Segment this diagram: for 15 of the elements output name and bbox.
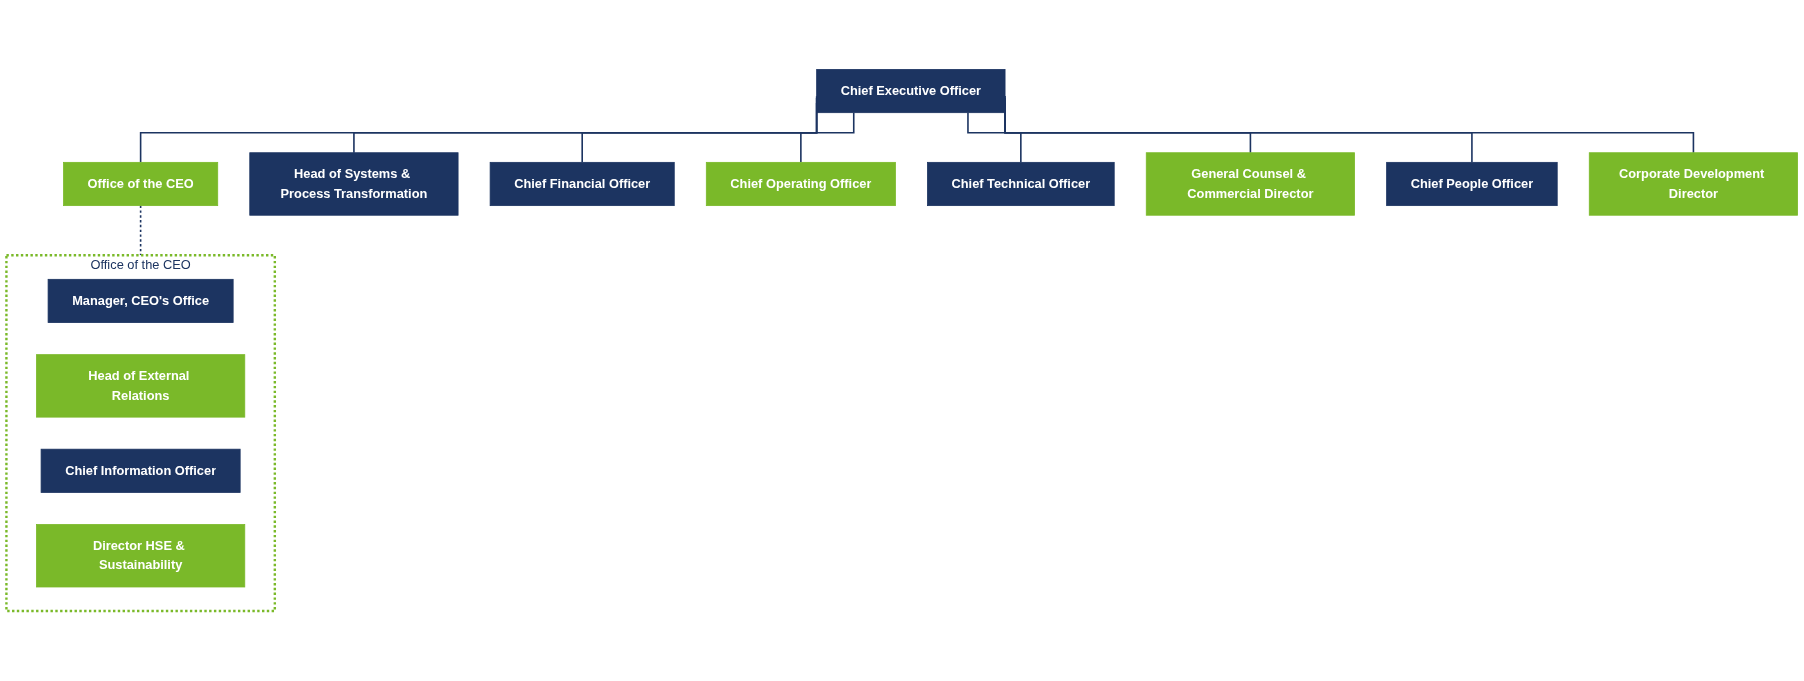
- node-box: Chief Information Officer: [40, 449, 241, 494]
- node-box: Director HSE & Sustainability: [36, 524, 246, 588]
- node-box: Head of External Relations: [36, 354, 246, 418]
- connector: [800, 112, 855, 164]
- node-box: Chief Technical Officer: [927, 162, 1115, 207]
- node-box: Manager, CEO's Office: [47, 279, 234, 324]
- node-box: Chief Financial Officer: [489, 162, 675, 207]
- node-box: Corporate Development Director: [1588, 152, 1798, 216]
- node-box: Head of Systems & Process Transformation: [249, 152, 459, 216]
- node-box: Chief People Officer: [1386, 162, 1558, 207]
- connector: [967, 112, 1022, 164]
- node-box: General Counsel & Commercial Director: [1145, 152, 1355, 216]
- node-box: Chief Operating Officer: [705, 162, 896, 207]
- node-box: Office of the CEO: [63, 162, 219, 207]
- node-box: Chief Executive Officer: [816, 69, 1006, 114]
